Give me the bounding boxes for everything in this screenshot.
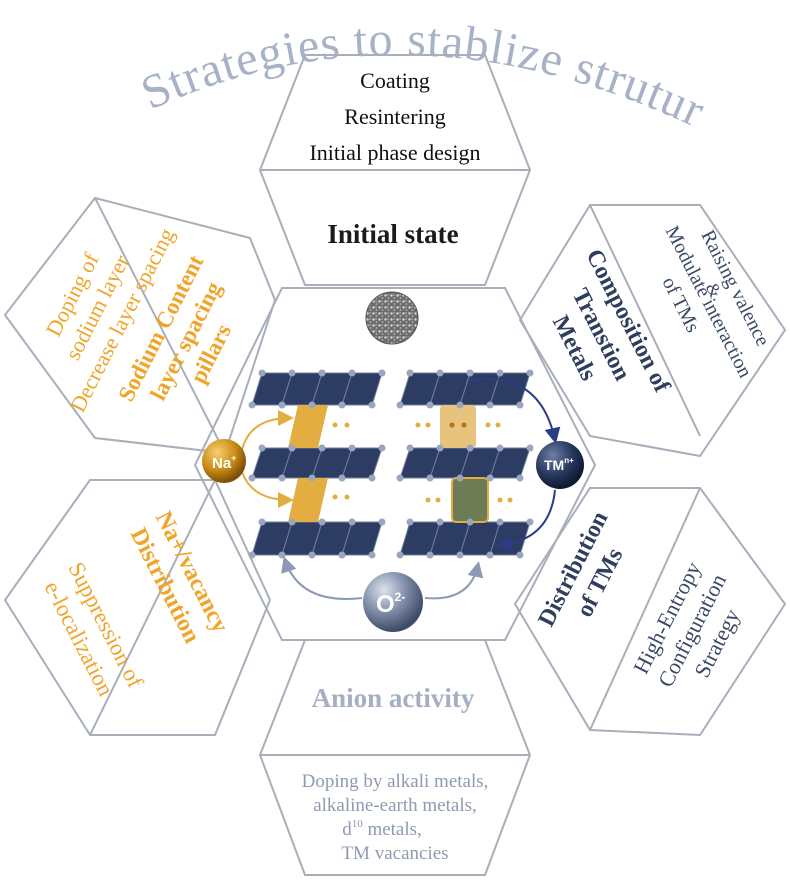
na-label: Na+ xyxy=(212,453,236,472)
top-line-initial-phase: Initial phase design xyxy=(309,140,480,165)
hexagon-top xyxy=(258,54,532,286)
top-line-resintering: Resintering xyxy=(344,104,445,129)
bottom-line-alkaline-earth: alkaline-earth metals, xyxy=(313,795,477,816)
left-tm-layers xyxy=(248,369,386,559)
sem-image-icon xyxy=(365,291,419,345)
na-ion-icon: Na+ xyxy=(202,439,246,483)
oxygen-ion-icon: O2- xyxy=(363,572,423,632)
o-label: O2- xyxy=(376,590,405,618)
tm-prism-upper xyxy=(440,405,476,448)
na-arrow-down xyxy=(241,471,294,508)
hexagon-bottom xyxy=(258,639,532,876)
bottom-line-tm-vacancies: TM vacancies xyxy=(341,843,448,864)
tm-ion-icon: TMn+ xyxy=(536,441,584,489)
right-tm-layers xyxy=(396,369,534,559)
initial-state-heading: Initial state xyxy=(327,219,458,249)
hexagon-upper-right xyxy=(518,204,787,458)
hexagon-lower-left xyxy=(3,479,272,736)
layered-oxide-structure: Na+ TMn+ O2- xyxy=(202,291,584,632)
hexagon-center xyxy=(193,287,597,641)
tm-label: TMn+ xyxy=(544,456,574,473)
na-arrow-up xyxy=(241,410,294,451)
tm-prism-lower xyxy=(451,477,489,523)
na-prism-lower xyxy=(288,478,328,522)
na-prism-upper xyxy=(288,405,328,448)
top-line-coating: Coating xyxy=(360,68,430,93)
tm-arrow-in xyxy=(469,377,561,444)
bottom-line-alkali: Doping by alkali metals, xyxy=(302,771,489,792)
anion-activity-heading: Anion activity xyxy=(312,683,475,713)
tm-arrow-out xyxy=(496,489,556,552)
o-arrow-left xyxy=(281,556,363,600)
bottom-line-d10-metals: d10 metals, xyxy=(342,818,422,840)
o-arrow-right xyxy=(424,561,484,600)
hexagon-lower-right xyxy=(513,487,787,737)
